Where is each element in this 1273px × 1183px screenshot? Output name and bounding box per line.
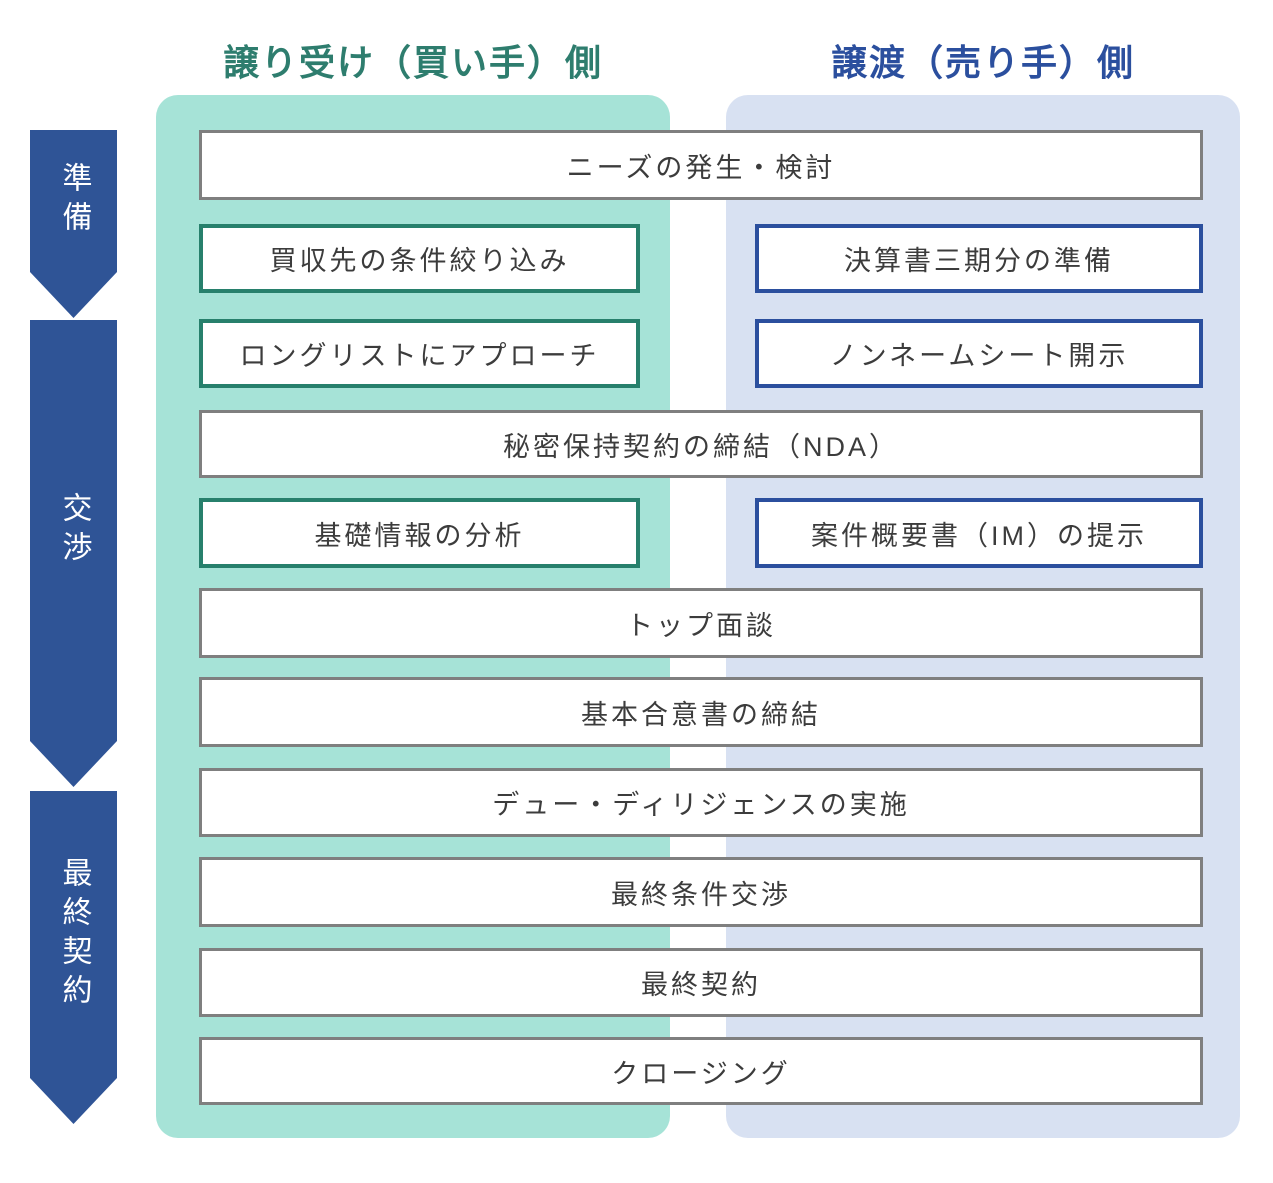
step-box-final-contract: 最終契約 [199, 948, 1203, 1017]
step-box-needs: ニーズの発生・検討 [199, 130, 1203, 200]
phase-banner-preparation: 準備 [30, 130, 117, 318]
phase-label-final-contract: 最終契約 [57, 856, 91, 1013]
phase-banner-final-contract: 最終契約 [30, 791, 117, 1124]
step-box-nda: 秘密保持契約の締結（NDA） [199, 410, 1203, 478]
phase-label-negotiation: 交渉 [57, 491, 91, 570]
step-box-basic-info-analysis: 基礎情報の分析 [199, 498, 640, 568]
step-box-due-diligence: デュー・ディリジェンスの実施 [199, 768, 1203, 837]
phase-banner-negotiation: 交渉 [30, 320, 117, 787]
buyer-column-header: 譲り受け（買い手）側 [222, 42, 603, 83]
step-box-closing: クロージング [199, 1037, 1203, 1105]
step-box-im-presentation: 案件概要書（IM）の提示 [755, 498, 1203, 568]
step-box-longlist-approach: ロングリストにアプローチ [199, 319, 640, 388]
step-box-financials-prep: 決算書三期分の準備 [755, 224, 1203, 293]
step-box-nonname-sheet: ノンネームシート開示 [755, 319, 1203, 388]
step-box-basic-agreement: 基本合意書の締結 [199, 677, 1203, 747]
step-box-final-terms: 最終条件交渉 [199, 857, 1203, 927]
step-box-top-meeting: トップ面談 [199, 588, 1203, 658]
phase-label-preparation: 準備 [57, 162, 91, 240]
step-box-narrow-conditions: 買収先の条件絞り込み [199, 224, 640, 293]
seller-column-header: 譲渡（売り手）側 [830, 42, 1135, 83]
